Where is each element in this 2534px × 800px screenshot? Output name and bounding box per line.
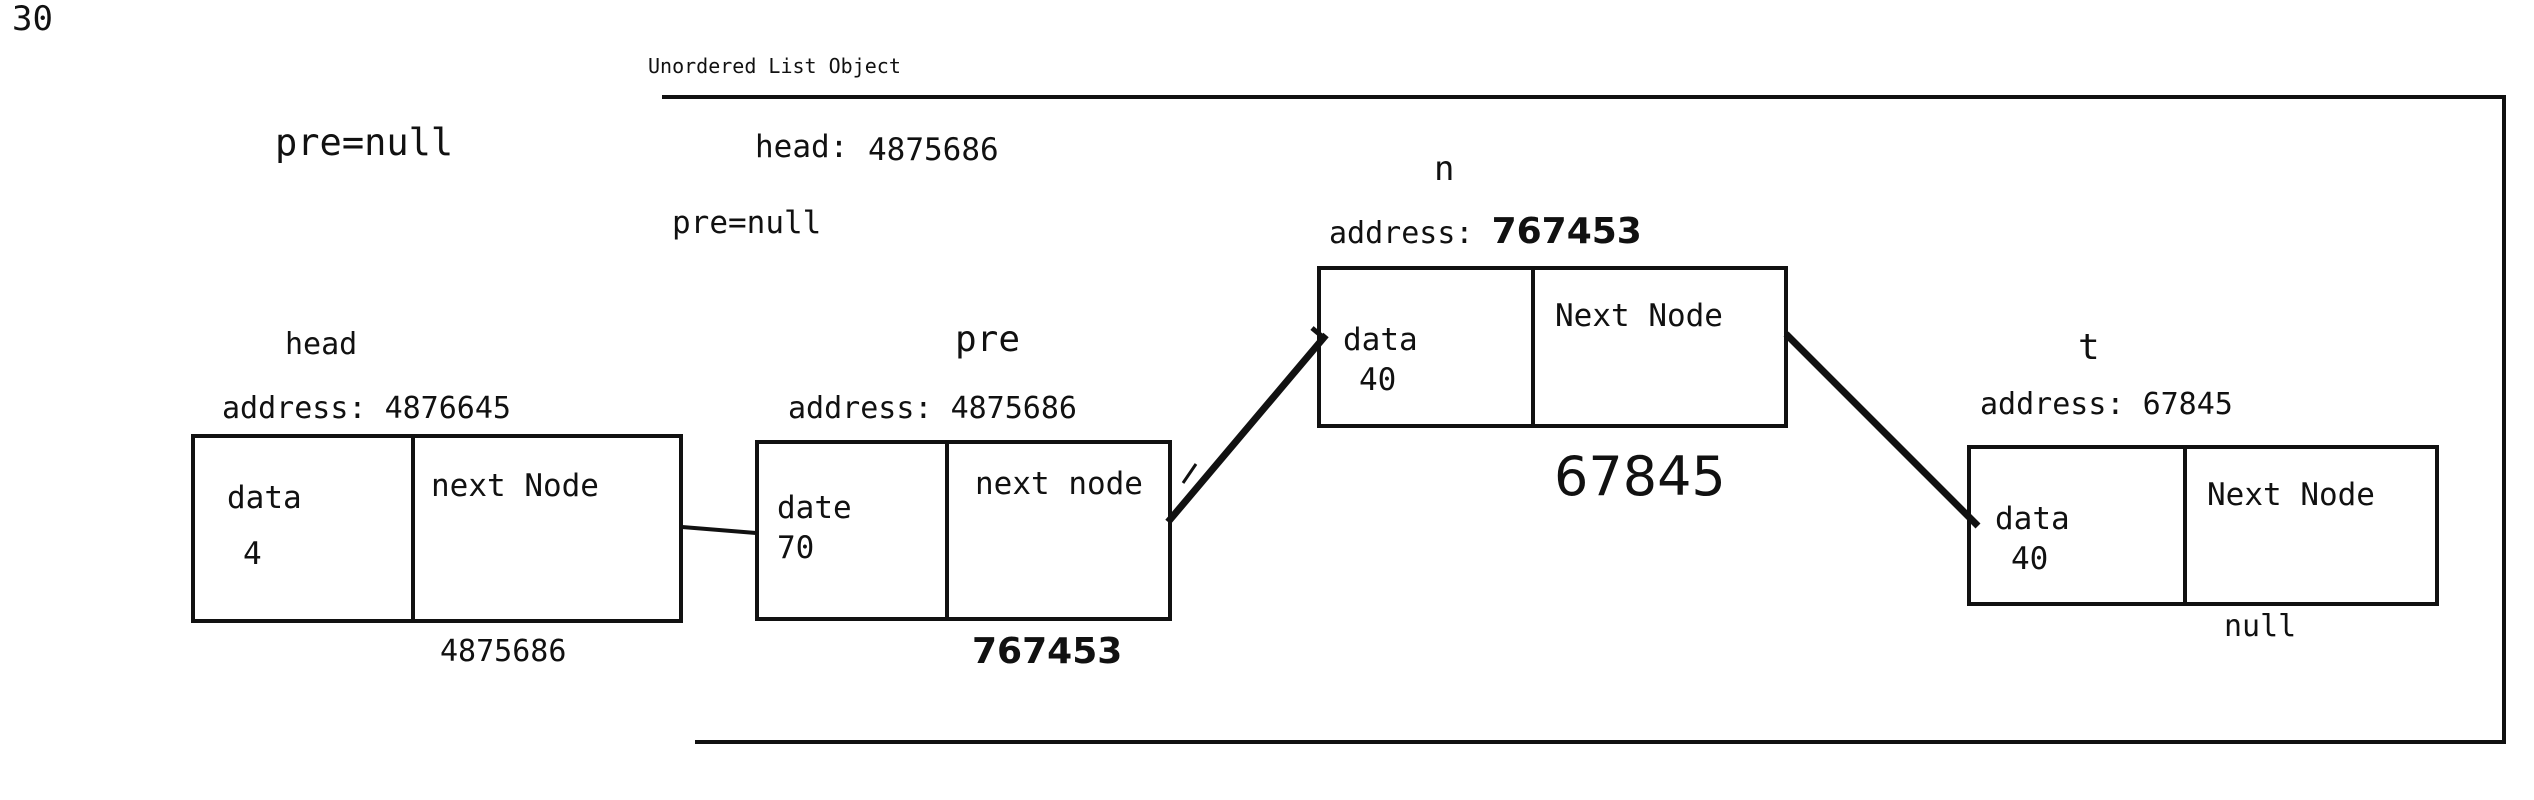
data-label: date bbox=[777, 490, 852, 526]
next-label: next node bbox=[975, 466, 1143, 502]
outside-pre-label: pre=null bbox=[275, 121, 454, 164]
pre-pointer-tick bbox=[1181, 463, 1198, 484]
node-name-pre: pre bbox=[955, 319, 1021, 360]
address-key: address: bbox=[1329, 216, 1474, 251]
list-object-frame bbox=[662, 95, 2506, 744]
address-key: address: bbox=[1980, 387, 2125, 422]
next-label: Next Node bbox=[2207, 477, 2375, 513]
node-divider bbox=[945, 444, 949, 617]
next-value-head: 4875686 bbox=[440, 634, 567, 669]
corner-label: 30 bbox=[12, 0, 53, 39]
data-label: data bbox=[1343, 322, 1418, 358]
object-head-key: head: bbox=[755, 129, 849, 165]
address-key: address: bbox=[222, 391, 367, 426]
data-label: data bbox=[1995, 501, 2070, 537]
address-value: 4875686 bbox=[950, 391, 1077, 426]
node-name-t: t bbox=[2078, 327, 2100, 368]
node-address-n: address: 767453 bbox=[1329, 214, 1642, 250]
node-divider bbox=[1531, 270, 1535, 424]
node-box-n: data 40 Next Node bbox=[1317, 266, 1788, 428]
node-box-pre: date 70 next node bbox=[755, 440, 1172, 621]
object-pre-label: pre=null bbox=[672, 205, 822, 241]
next-value-t: null bbox=[2224, 609, 2297, 644]
node-address-head: address: 4876645 bbox=[222, 394, 511, 424]
next-value-n: 67845 bbox=[1554, 445, 1726, 508]
data-label: data bbox=[227, 480, 302, 516]
node-address-t: address: 67845 bbox=[1980, 390, 2233, 420]
frame-title: Unordered List Object bbox=[648, 54, 901, 78]
next-label: next Node bbox=[431, 468, 599, 504]
next-value-pre: 767453 bbox=[972, 631, 1123, 672]
node-address-pre: address: 4875686 bbox=[788, 394, 1077, 424]
node-name-n: n bbox=[1434, 149, 1455, 189]
data-value: 40 bbox=[1359, 362, 1397, 398]
link-pre-to-n bbox=[1165, 332, 1329, 525]
address-value: 4876645 bbox=[384, 391, 511, 426]
node-box-t: data 40 Next Node bbox=[1967, 445, 2439, 606]
node-divider bbox=[411, 438, 415, 619]
node-name-head: head bbox=[285, 327, 358, 362]
link-n-to-t bbox=[1783, 331, 1981, 529]
data-value: 40 bbox=[2011, 541, 2049, 577]
object-head-value: 4875686 bbox=[868, 132, 999, 168]
node-divider bbox=[2183, 449, 2187, 602]
data-value: 70 bbox=[777, 530, 815, 566]
data-value: 4 bbox=[243, 536, 262, 572]
node-box-head: data 4 next Node bbox=[191, 434, 683, 623]
address-value: 767453 bbox=[1491, 211, 1642, 252]
next-label: Next Node bbox=[1555, 298, 1723, 334]
address-key: address: bbox=[788, 391, 933, 426]
link-head-to-pre bbox=[681, 525, 757, 535]
address-value: 67845 bbox=[2142, 387, 2233, 422]
